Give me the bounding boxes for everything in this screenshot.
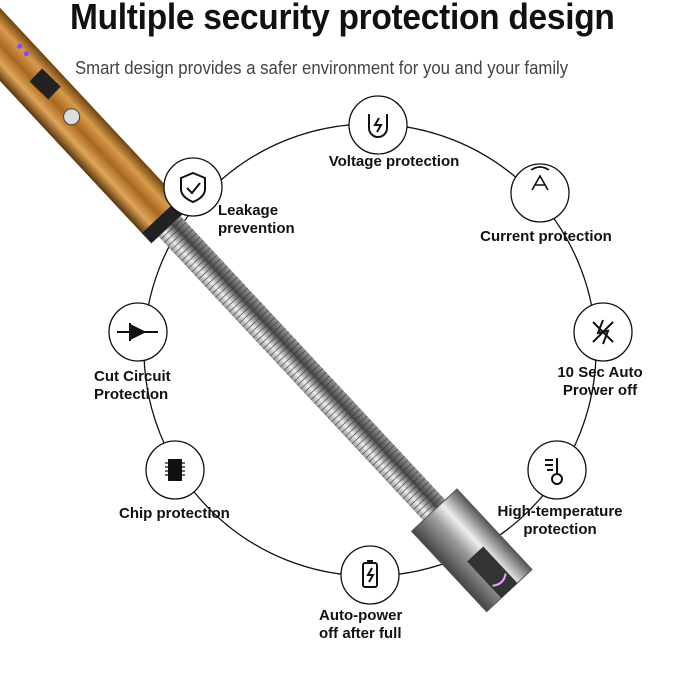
feature-label-current: Current protection [480,228,612,245]
auto-off-icon [592,319,614,345]
shield-check-icon [180,171,206,204]
current-icon-circle [510,163,570,223]
thermometer-icon [545,458,564,485]
power-switch [29,68,61,100]
lighter-body [0,0,180,235]
page-title: Multiple security protection design [70,0,615,37]
current-icon [530,166,550,191]
chip-icon [165,459,185,481]
voltage-icon [368,114,388,138]
plasma-arc [492,573,507,587]
shield-icon-circle [163,157,223,217]
battery-led [17,43,23,49]
battery-led [23,51,29,57]
battery-icon [362,560,378,588]
hose [158,216,461,537]
diode-icon [117,323,158,341]
feature-label-voltage: Voltage protection [328,153,460,170]
page-subtitle: Smart design provides a safer environmen… [75,58,569,78]
ignition-button [63,108,81,126]
feature-label-chip: Chip protection [119,505,230,522]
